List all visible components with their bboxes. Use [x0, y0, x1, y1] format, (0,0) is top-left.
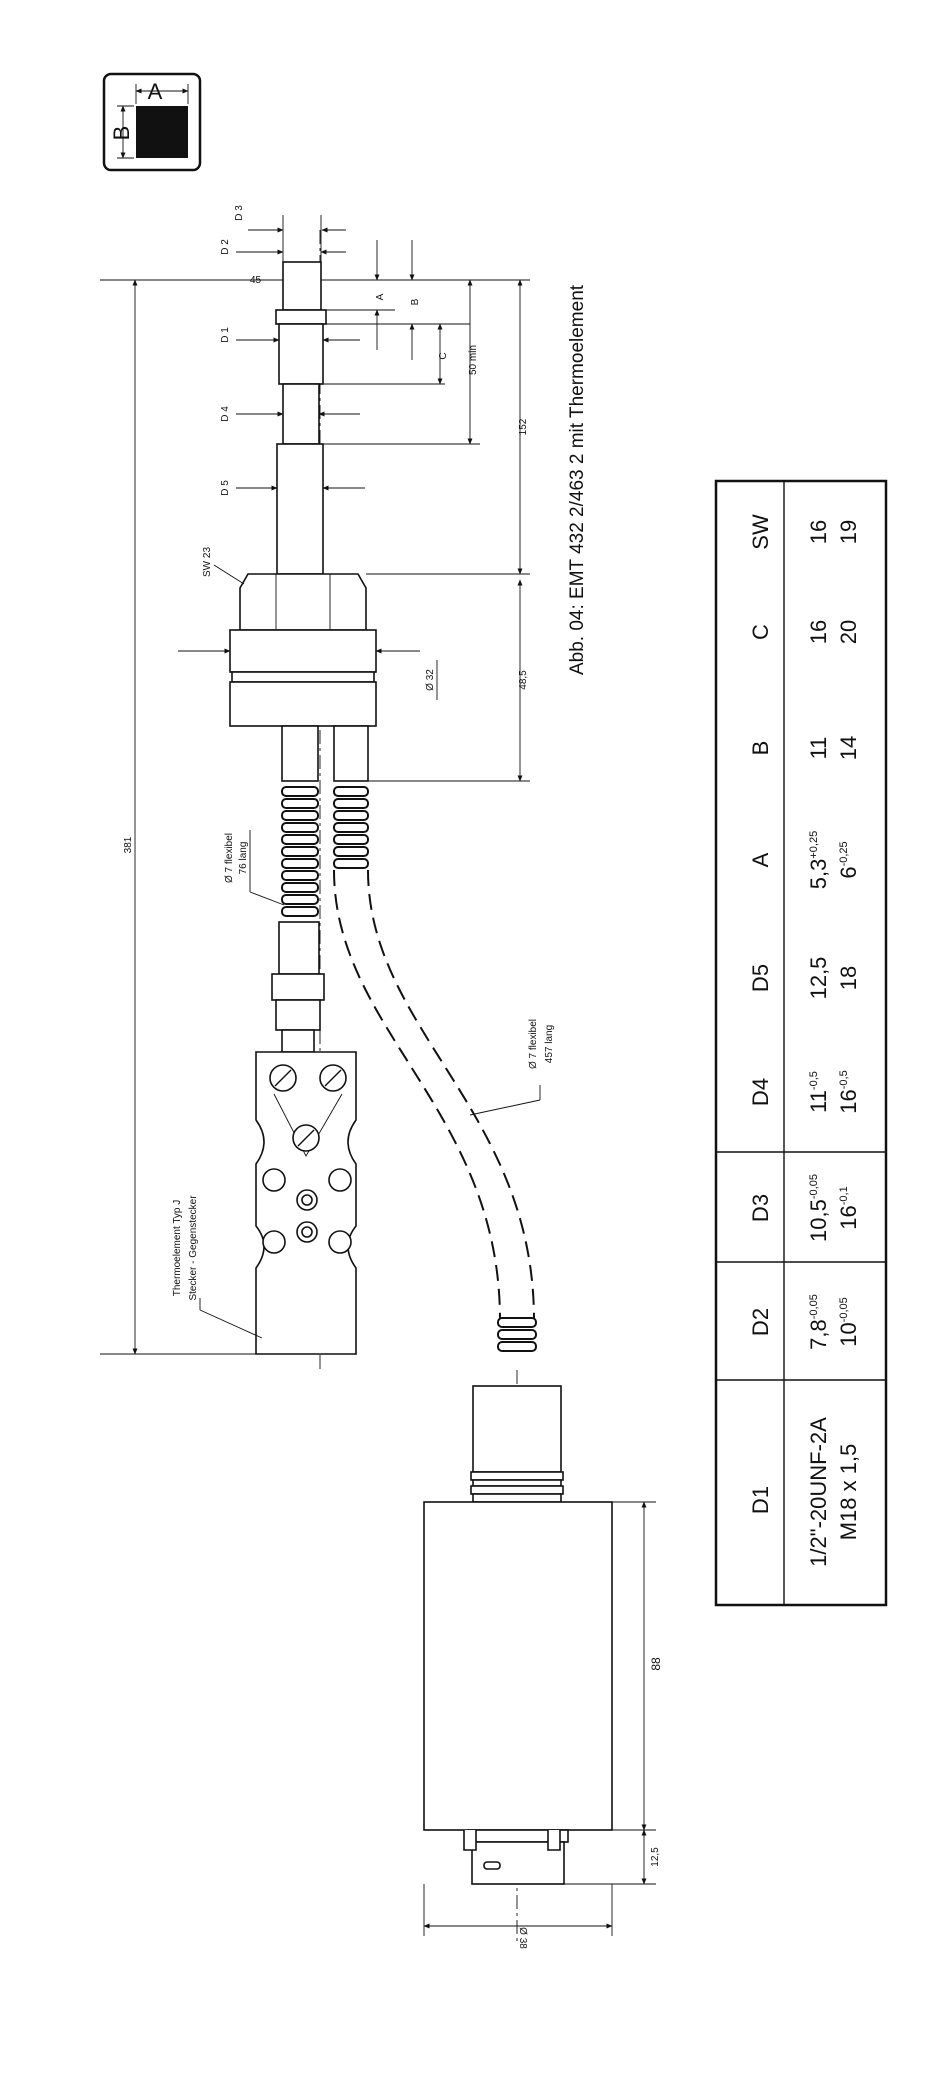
- dim-d1: D 1: [220, 327, 231, 343]
- table-row1-d5: 12,5: [806, 957, 831, 1000]
- table-row1-d1: 1/2"-20UNF-2A: [806, 1417, 831, 1567]
- dimension-legend-icon: A B: [102, 72, 202, 172]
- table-row2-d5: 18: [836, 966, 861, 990]
- label-thermoelement: Thermoelement Typ J: [172, 1200, 183, 1297]
- dim-12-5: 12,5: [650, 1847, 661, 1867]
- dim-dia32: Ø 32: [425, 669, 436, 691]
- table-header-sw: SW: [748, 514, 773, 550]
- label-stecker: Stecker - Gegenstecker: [188, 1195, 199, 1301]
- table-row1-a: 5,3+0,25: [806, 831, 831, 889]
- table-row2-b: 14: [836, 736, 861, 760]
- dim-88: 88: [649, 1657, 663, 1671]
- dimension-table: D1 D2 D3 D4 D5 A B C SW 1/2"-20UNF-2A 7,…: [714, 479, 888, 1607]
- figure-caption: Abb. 04: EMT 432 2/463 2 mit Thermoeleme…: [567, 284, 588, 675]
- table-row1-sw: 16: [806, 520, 831, 544]
- thermocouple-plug: [255, 1051, 357, 1355]
- legend-label-a: A: [148, 79, 163, 104]
- dim-381: 381: [123, 836, 134, 853]
- dim-c: C: [438, 352, 449, 359]
- sensor-assembly: 381 D 3 D 2 45 D 1 D 4 D 5 A B C: [100, 205, 555, 1370]
- dim-d2: D 2: [220, 239, 231, 255]
- dim-flex-457-length: 457 lang: [544, 1025, 555, 1063]
- table-row2-d4: 16-0,5: [836, 1070, 861, 1113]
- table-row1-d4: 11-0,5: [806, 1071, 831, 1113]
- dim-angle-45: 45: [250, 275, 262, 286]
- table-row1-b: 11: [806, 737, 831, 760]
- dim-sw23: SW 23: [202, 547, 213, 577]
- table-header-c: C: [748, 624, 773, 640]
- table-header-d4: D4: [748, 1078, 773, 1106]
- table-header-d5: D5: [748, 964, 773, 992]
- dim-48-5: 48,5: [518, 670, 529, 690]
- table-row2-c: 20: [836, 620, 861, 644]
- dim-152: 152: [518, 418, 529, 435]
- dim-d3: D 3: [234, 205, 245, 221]
- table-row2-d1: M18 x 1,5: [836, 1444, 861, 1541]
- table-header-d1: D1: [748, 1486, 773, 1514]
- dim-50-min: 50 min: [468, 345, 479, 375]
- flexible-cable-right: [333, 786, 369, 869]
- dim-dia38: Ø 38: [517, 1927, 528, 1949]
- dim-b: B: [410, 298, 421, 305]
- dim-flex-76-label: Ø 7 flexibel: [224, 833, 235, 883]
- table-row2-a: 6-0,25: [836, 841, 861, 878]
- flexible-cable-left: [281, 786, 319, 917]
- table-header-d3: D3: [748, 1194, 773, 1222]
- table-row2-d3: 16-0,1: [836, 1186, 861, 1229]
- table-header-a: A: [748, 852, 773, 867]
- table-row1-c: 16: [806, 620, 831, 644]
- table-header-b: B: [748, 741, 773, 756]
- legend-label-b: B: [109, 126, 134, 141]
- table-row2-sw: 19: [836, 520, 861, 544]
- transducer-housing: Ø 38 88 12,5: [423, 1370, 663, 1949]
- dim-flex-457-label: Ø 7 flexibel: [528, 1019, 539, 1069]
- dim-d5: D 5: [220, 480, 231, 496]
- table-row1-d3: 10,5-0,05: [806, 1174, 831, 1242]
- dim-a: A: [375, 293, 386, 300]
- dim-d4: D 4: [220, 406, 231, 422]
- dim-flex-76-length: 76 lang: [238, 842, 249, 875]
- table-row1-d2: 7,8-0,05: [806, 1294, 831, 1350]
- table-row2-d2: 10-0,05: [836, 1297, 861, 1347]
- table-header-d2: D2: [748, 1308, 773, 1336]
